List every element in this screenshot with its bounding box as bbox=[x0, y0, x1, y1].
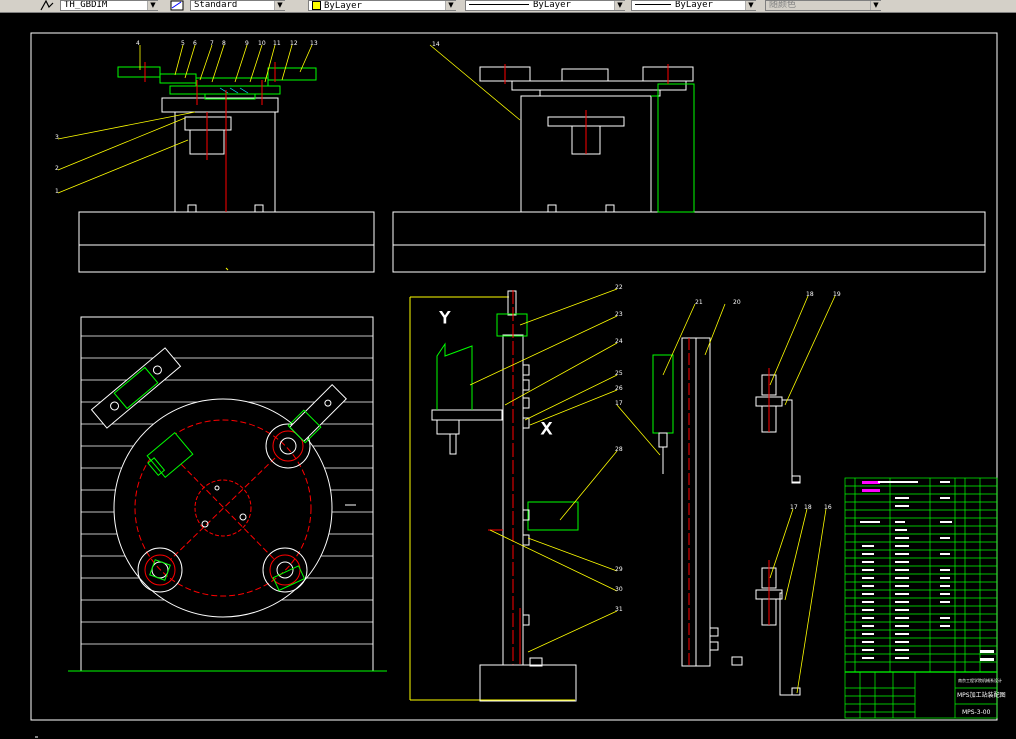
text-style-dropdown-icon[interactable]: ▼ bbox=[147, 1, 158, 10]
leader-lines bbox=[57, 44, 836, 694]
svg-text:18: 18 bbox=[806, 291, 814, 298]
svg-text:13: 13 bbox=[310, 40, 318, 47]
title-block-title: MPS加工站装配图 bbox=[957, 691, 1006, 699]
drawing-canvas[interactable]: Y X bbox=[0, 12, 1016, 739]
cad-drawing: Y X bbox=[30, 32, 1006, 738]
properties-toolbar: TH_GBDIM ▼ Standard ▼ ByLayer ▼ ByLayer … bbox=[0, 0, 1016, 13]
svg-text:10: 10 bbox=[258, 40, 266, 47]
dim-style-dropdown-icon[interactable]: ▼ bbox=[274, 1, 285, 10]
svg-text:20: 20 bbox=[733, 299, 741, 306]
svg-text:7: 7 bbox=[210, 40, 214, 47]
plan-view-bottom-left bbox=[68, 316, 387, 672]
linetype-select[interactable]: ByLayer bbox=[465, 0, 625, 11]
plot-style-dropdown-icon[interactable]: ▼ bbox=[870, 1, 881, 10]
svg-text:17: 17 bbox=[615, 400, 623, 407]
title-block-school: 南京工程学院机械系设计 bbox=[958, 677, 1002, 683]
balloon-numbers: 4 5 6 7 8 9 10 11 12 13 3 2 1 14 22 23 2… bbox=[55, 40, 841, 613]
svg-text:23: 23 bbox=[615, 311, 623, 318]
plot-style-select[interactable]: 随颜色 bbox=[765, 0, 881, 11]
lineweight-preview-icon bbox=[635, 4, 671, 5]
svg-text:4: 4 bbox=[136, 40, 140, 47]
axis-label-y: Y bbox=[439, 308, 450, 327]
svg-text:16: 16 bbox=[824, 504, 832, 511]
svg-text:9: 9 bbox=[245, 40, 249, 47]
layer-color-dropdown-icon[interactable]: ▼ bbox=[445, 1, 456, 10]
svg-text:17: 17 bbox=[790, 504, 798, 511]
color-swatch-icon bbox=[312, 1, 321, 10]
svg-text:18: 18 bbox=[804, 504, 812, 511]
linetype-preview-icon bbox=[469, 4, 529, 5]
svg-text:12: 12 bbox=[290, 40, 298, 47]
sensor-bracket-lower bbox=[755, 560, 801, 696]
svg-text:2: 2 bbox=[55, 165, 59, 172]
lineweight-select[interactable]: ByLayer bbox=[631, 0, 756, 11]
side-view-top-right bbox=[392, 64, 986, 273]
front-view-top-left bbox=[78, 62, 375, 273]
svg-text:21: 21 bbox=[695, 299, 703, 306]
svg-text:8: 8 bbox=[222, 40, 226, 47]
layer-color-select[interactable]: ByLayer bbox=[308, 0, 456, 11]
text-style-select[interactable]: TH_GBDIM bbox=[60, 0, 158, 11]
svg-text:28: 28 bbox=[615, 446, 623, 453]
svg-text:5: 5 bbox=[181, 40, 185, 47]
sheet-border bbox=[30, 32, 998, 721]
column-elevation-view: Y X bbox=[409, 290, 579, 702]
svg-text:14: 14 bbox=[432, 41, 440, 48]
axis-label-x: X bbox=[541, 419, 552, 438]
svg-text:19: 19 bbox=[833, 291, 841, 298]
svg-text:1: 1 bbox=[55, 188, 59, 195]
svg-text:30: 30 bbox=[615, 586, 623, 593]
sensor-bracket-upper bbox=[755, 368, 801, 484]
title-block-drawing-number: MPS-3-00 bbox=[962, 709, 991, 716]
svg-text:29: 29 bbox=[615, 566, 623, 573]
svg-text:24: 24 bbox=[615, 338, 623, 345]
text-style-icon[interactable] bbox=[40, 0, 54, 11]
svg-text:26: 26 bbox=[615, 385, 623, 392]
svg-text:3: 3 bbox=[55, 134, 59, 141]
svg-text:25: 25 bbox=[615, 370, 623, 377]
svg-text:22: 22 bbox=[615, 284, 623, 291]
svg-text:11: 11 bbox=[273, 40, 281, 47]
svg-text:31: 31 bbox=[615, 606, 623, 613]
linetype-dropdown-icon[interactable]: ▼ bbox=[614, 1, 625, 10]
dim-style-select[interactable]: Standard bbox=[190, 0, 285, 11]
rail-side-view bbox=[652, 337, 743, 667]
title-block bbox=[844, 477, 998, 719]
bom-entries: 南京工程学院机械系设计 MPS加工站装配图 MPS-3-00 bbox=[860, 481, 1006, 716]
lineweight-dropdown-icon[interactable]: ▼ bbox=[745, 1, 756, 10]
dim-style-icon[interactable] bbox=[170, 0, 184, 11]
svg-text:6: 6 bbox=[193, 40, 197, 47]
